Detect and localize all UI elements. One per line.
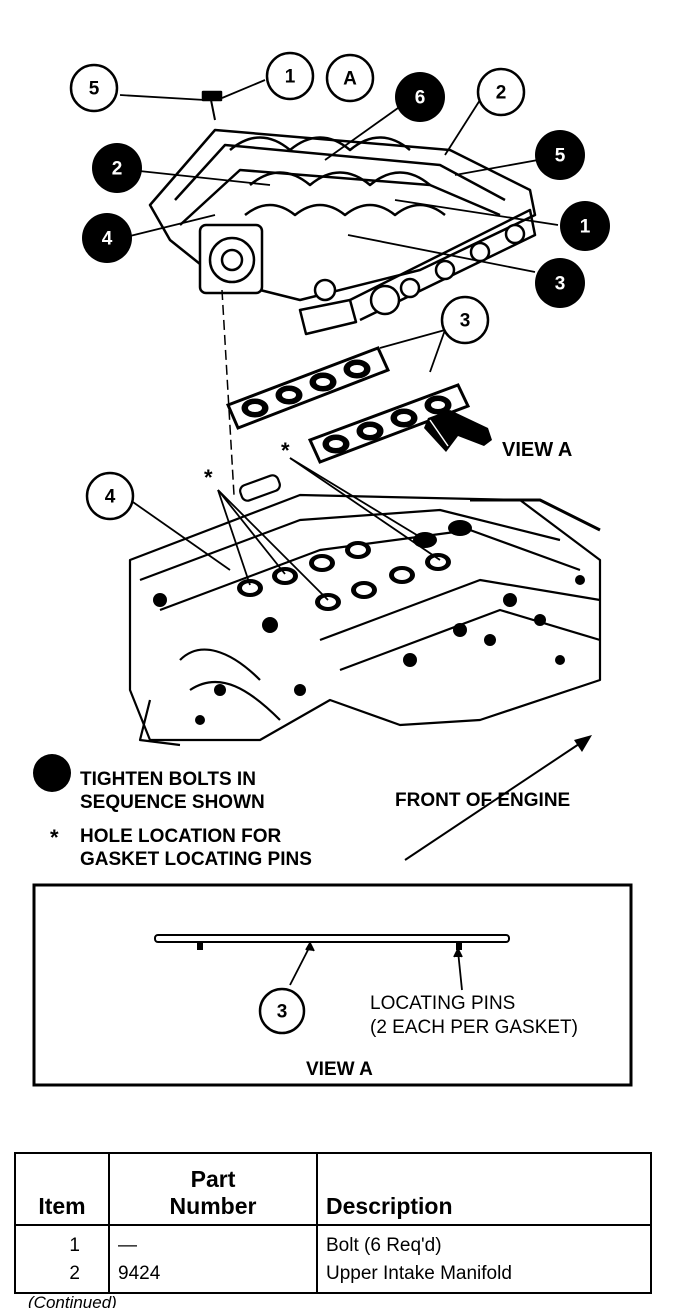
callout-view-a: A [325,53,375,103]
header-item: Item [14,1152,110,1226]
header-part-number: Part Number [108,1152,318,1226]
row-description: Bolt (6 Req'd) [316,1224,652,1260]
svg-text:6: 6 [415,88,426,109]
continued-note: (Continued) [28,1296,117,1308]
callout-4-filled: 4 [82,213,132,263]
star-leader-lines [217,457,441,601]
star-marker-right: * [281,438,290,463]
callout-leader-lines [119,79,559,571]
svg-text:A: A [343,69,357,90]
legend-dot-line2: SEQUENCE SHOWN [80,792,265,813]
svg-text:2: 2 [496,83,507,104]
legend-star-icon: * [50,825,59,850]
view-a-arrow-icon [424,410,492,452]
callout-6-filled: 6 [395,72,445,122]
inset-view-a-title: VIEW A [306,1059,373,1080]
callout-2-filled: 2 [92,143,142,193]
svg-text:5: 5 [89,79,100,100]
row-description: Upper Intake Manifold [316,1260,652,1294]
row-part-number: — [108,1224,318,1260]
upper-intake-manifold-drawing [148,90,537,336]
engine-block-drawing [128,474,602,747]
callout-4-engine: 4 [85,471,135,521]
inset-gasket-side-view [154,934,510,950]
callout-1-open: 1 [265,51,315,101]
callout-5-filled: 5 [535,130,585,180]
svg-text:4: 4 [102,229,113,250]
row-item: 2 [14,1260,110,1294]
table-row: 1 — Bolt (6 Req'd) [14,1224,652,1260]
view-a-arrow-label: VIEW A [502,439,572,461]
svg-text:3: 3 [277,1002,288,1023]
row-part-number: 9424 [108,1260,318,1294]
svg-text:5: 5 [555,146,566,167]
svg-text:4: 4 [105,487,116,508]
svg-text:3: 3 [460,311,471,332]
inset-callout-3: 3 [258,987,306,1035]
inset-pins-line1: LOCATING PINS [370,993,515,1014]
row-item: 1 [14,1224,110,1260]
header-part-number-line1: Part [190,1166,236,1192]
gasket-left [225,346,391,430]
parts-table: Item Part Number Description 1 — Bolt (6… [14,1152,652,1294]
star-marker-left: * [204,465,213,490]
alignment-dash-line [221,289,235,496]
header-part-number-line2: Number [169,1193,257,1219]
parts-table-header: Item Part Number Description [14,1152,652,1226]
table-row: 2 9424 Upper Intake Manifold [14,1260,652,1294]
view-a-inset-frame [32,883,633,1087]
svg-text:2: 2 [112,159,123,180]
callout-5-open: 5 [69,63,119,113]
gasket-right [307,383,471,464]
callout-3-gasket: 3 [440,295,490,345]
legend-star-line1: HOLE LOCATION FOR [80,826,282,847]
svg-text:1: 1 [580,217,591,238]
front-of-engine-arrow-icon [404,735,592,861]
header-description: Description [316,1152,652,1226]
callout-1-filled: 1 [560,201,610,251]
legend-star-line2: GASKET LOCATING PINS [80,849,312,870]
front-of-engine-label: FRONT OF ENGINE [395,790,570,811]
exploded-manifold-diagram: VIEW A * * [32,51,633,1087]
callout-2-open: 2 [476,67,526,117]
svg-text:1: 1 [285,67,296,88]
svg-text:3: 3 [555,274,566,295]
legend-dot-line1: TIGHTEN BOLTS IN [80,769,256,790]
callout-3-filled: 3 [535,258,585,308]
legend-dot-icon [33,754,71,792]
inset-leader-lines [289,941,463,991]
inset-pins-line2: (2 EACH PER GASKET) [370,1017,578,1038]
